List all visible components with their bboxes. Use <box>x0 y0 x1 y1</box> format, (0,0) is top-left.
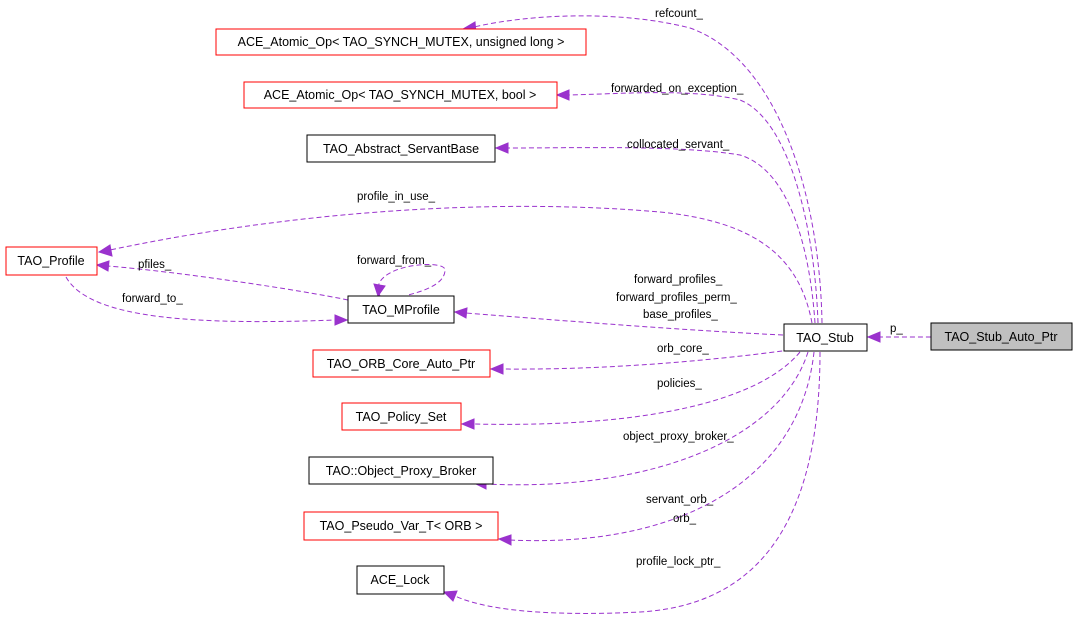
edge-profile-lock-ptr: profile_lock_ptr_ <box>442 351 821 614</box>
node-label: TAO_MProfile <box>362 303 440 317</box>
node-label: TAO_Stub_Auto_Ptr <box>944 330 1057 344</box>
edge-label-servant-orb: servant_orb_ <box>646 494 714 506</box>
node-label: TAO_Policy_Set <box>356 410 447 424</box>
node-label: TAO_Profile <box>17 254 84 268</box>
node-tao-stub-auto-ptr[interactable]: TAO_Stub_Auto_Ptr <box>930 322 1073 351</box>
node-tao-stub[interactable]: TAO_Stub <box>783 323 868 352</box>
edge-orb-core: orb_core_ <box>489 343 791 375</box>
edge-profile-in-use: profile_in_use_ <box>97 191 813 324</box>
node-ace-atomic-op-unsigned-long[interactable]: ACE_Atomic_Op< TAO_SYNCH_MUTEX, unsigned… <box>215 28 587 56</box>
edge-label-forward-from: forward_from_ <box>357 255 432 267</box>
edge-policies: policies_ <box>460 351 801 430</box>
node-label: ACE_Atomic_Op< TAO_SYNCH_MUTEX, unsigned… <box>238 35 565 49</box>
edge-mprofile-members: forward_profiles_ forward_profiles_perm_… <box>453 274 784 336</box>
edge-label-forward-to: forward_to_ <box>122 293 183 305</box>
edge-forward-to: forward_to_ <box>65 276 349 326</box>
edge-label-forward-profiles-perm: forward_profiles_perm_ <box>616 292 737 304</box>
node-ace-lock[interactable]: ACE_Lock <box>356 565 445 595</box>
node-tao-mprofile[interactable]: TAO_MProfile <box>347 295 455 324</box>
edge-forward-from: forward_from_ <box>357 255 446 298</box>
node-label: TAO_Abstract_ServantBase <box>323 142 479 156</box>
node-tao-abstract-servantbase[interactable]: TAO_Abstract_ServantBase <box>306 134 496 163</box>
edge-label-base-profiles: base_profiles_ <box>643 309 718 321</box>
node-ace-atomic-op-bool[interactable]: ACE_Atomic_Op< TAO_SYNCH_MUTEX, bool > <box>243 81 558 109</box>
node-label: ACE_Lock <box>370 573 430 587</box>
edge-label-p: p_ <box>890 323 903 335</box>
edge-servant-orb: servant_orb_ orb_ <box>497 351 815 546</box>
edge-label-profile-in-use: profile_in_use_ <box>357 191 436 203</box>
edge-label-forward-profiles: forward_profiles_ <box>634 274 723 286</box>
edge-label-forwarded-on-exception: forwarded_on_exception_ <box>611 83 744 95</box>
node-tao-orb-core-auto-ptr[interactable]: TAO_ORB_Core_Auto_Ptr <box>312 349 491 378</box>
node-label: TAO::Object_Proxy_Broker <box>326 464 477 478</box>
edge-label-profile-lock-ptr: profile_lock_ptr_ <box>636 556 721 568</box>
edge-label-orb-core: orb_core_ <box>657 343 709 355</box>
edge-pfiles: pfiles_ <box>95 259 349 301</box>
node-tao-object-proxy-broker[interactable]: TAO::Object_Proxy_Broker <box>308 456 494 485</box>
node-tao-profile[interactable]: TAO_Profile <box>5 246 98 276</box>
edge-label-object-proxy-broker: object_proxy_broker_ <box>623 431 734 443</box>
node-tao-policy-set[interactable]: TAO_Policy_Set <box>341 402 462 431</box>
edge-label-refcount: refcount_ <box>655 8 704 20</box>
edge-label-policies: policies_ <box>657 378 702 390</box>
node-label: TAO_Stub <box>796 331 853 345</box>
edge-p: p_ <box>866 323 932 343</box>
node-tao-pseudo-var-t-orb[interactable]: TAO_Pseudo_Var_T< ORB > <box>303 511 499 541</box>
node-label: TAO_ORB_Core_Auto_Ptr <box>327 357 475 371</box>
edge-forwarded-on-exception: forwarded_on_exception_ <box>555 83 819 324</box>
edge-label-orb: orb_ <box>673 513 697 525</box>
node-label: TAO_Pseudo_Var_T< ORB > <box>320 519 483 533</box>
edge-collocated-servant: collocated_servant_ <box>494 139 816 324</box>
edge-label-collocated-servant: collocated_servant_ <box>627 139 730 151</box>
edge-label-pfiles: pfiles_ <box>138 259 172 271</box>
node-label: ACE_Atomic_Op< TAO_SYNCH_MUTEX, bool > <box>264 88 537 102</box>
